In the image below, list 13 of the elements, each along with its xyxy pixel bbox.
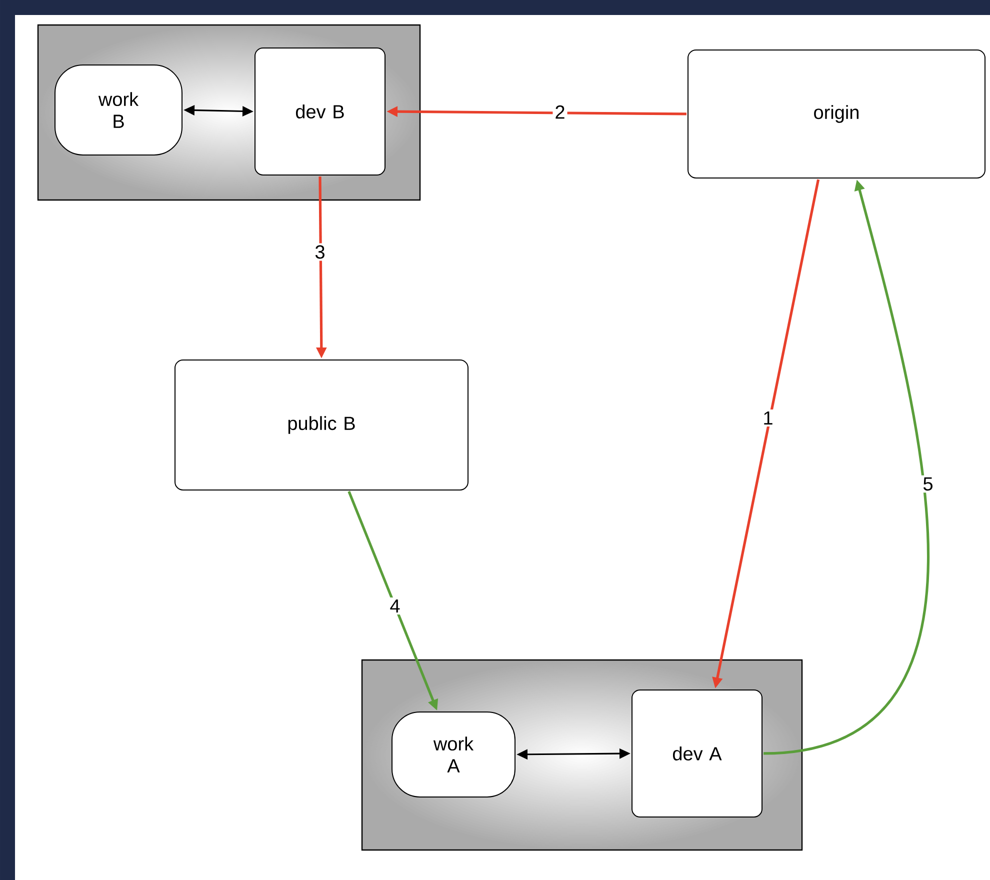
edge-label: 2 [552, 103, 568, 121]
edge-label: 5 [920, 475, 936, 493]
edge-label: 1 [760, 409, 776, 427]
group-box [37, 24, 421, 201]
edge-label: 4 [388, 597, 402, 615]
stadium-node: work B [54, 64, 182, 156]
process-box: public B [174, 359, 468, 490]
stadium-node: work A [392, 711, 516, 798]
process-box: dev A [632, 689, 762, 818]
edge-label: 3 [312, 243, 328, 261]
process-box: dev B [254, 47, 386, 176]
group-box [361, 659, 803, 851]
process-box: origin [688, 49, 986, 178]
